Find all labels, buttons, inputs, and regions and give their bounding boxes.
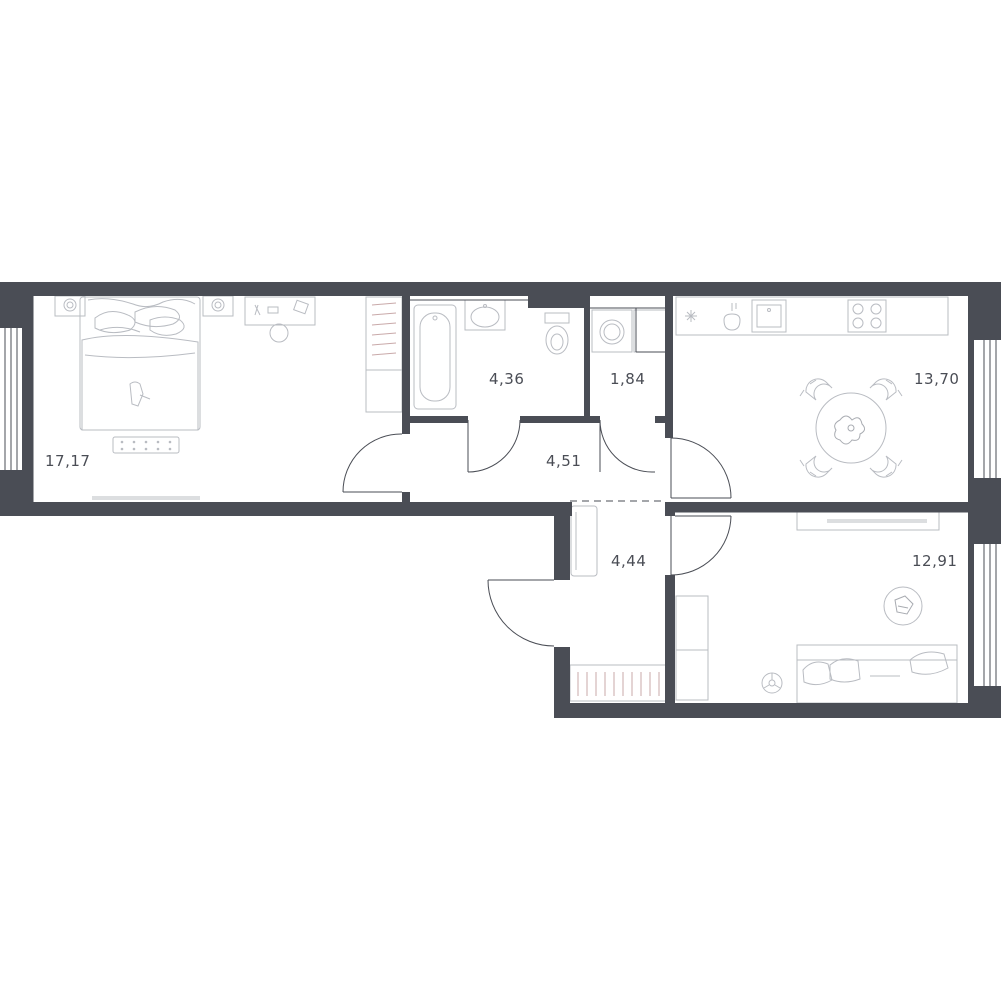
area-label-bedroom: 17,17	[45, 452, 91, 470]
tv-living	[796, 511, 940, 531]
bathtub	[413, 304, 457, 410]
area-label-living-room: 12,91	[912, 552, 958, 570]
furniture-layer	[54, 295, 958, 704]
floor-lamp	[761, 672, 783, 694]
doors-layer	[342, 419, 732, 647]
area-label-bathroom: 4,36	[489, 370, 525, 388]
walls-layer	[0, 282, 1001, 718]
area-label-laundry: 1,84	[610, 370, 646, 388]
door-bedroom	[342, 433, 403, 493]
door-living	[670, 515, 732, 576]
shoe-bench	[570, 505, 598, 577]
tv-bedroom	[92, 496, 200, 500]
dining-chair	[799, 378, 833, 401]
window-kitchen	[983, 340, 997, 478]
windows-layer	[4, 328, 997, 686]
window-living	[983, 544, 997, 686]
wardrobe-bedroom	[365, 296, 403, 413]
door-entrance	[487, 579, 555, 647]
coffee-table	[883, 586, 923, 626]
door-bathroom	[467, 419, 521, 473]
toilet	[544, 312, 570, 355]
area-label-entrance-hall: 4,44	[611, 552, 647, 570]
dining-chair	[869, 378, 903, 401]
area-label-kitchen-dining: 13,70	[914, 370, 960, 388]
nightstand-right	[202, 295, 234, 317]
dining-chair	[869, 455, 903, 478]
dining-table	[799, 378, 903, 478]
wardrobe-hall	[569, 664, 667, 702]
washing-machine	[591, 309, 667, 353]
desk	[244, 296, 316, 343]
bathroom-sink	[464, 299, 506, 331]
double-bed	[79, 296, 201, 431]
bench	[112, 436, 180, 454]
sofa	[796, 644, 958, 704]
door-kitchen	[670, 437, 732, 499]
door-laundry	[599, 419, 655, 473]
shelf-living	[675, 595, 709, 701]
inner-lines	[32, 296, 968, 513]
window-bedroom	[4, 328, 18, 470]
area-label-hallway: 4,51	[546, 452, 582, 470]
kitchen-counter	[675, 296, 949, 336]
dining-chair	[799, 455, 833, 478]
